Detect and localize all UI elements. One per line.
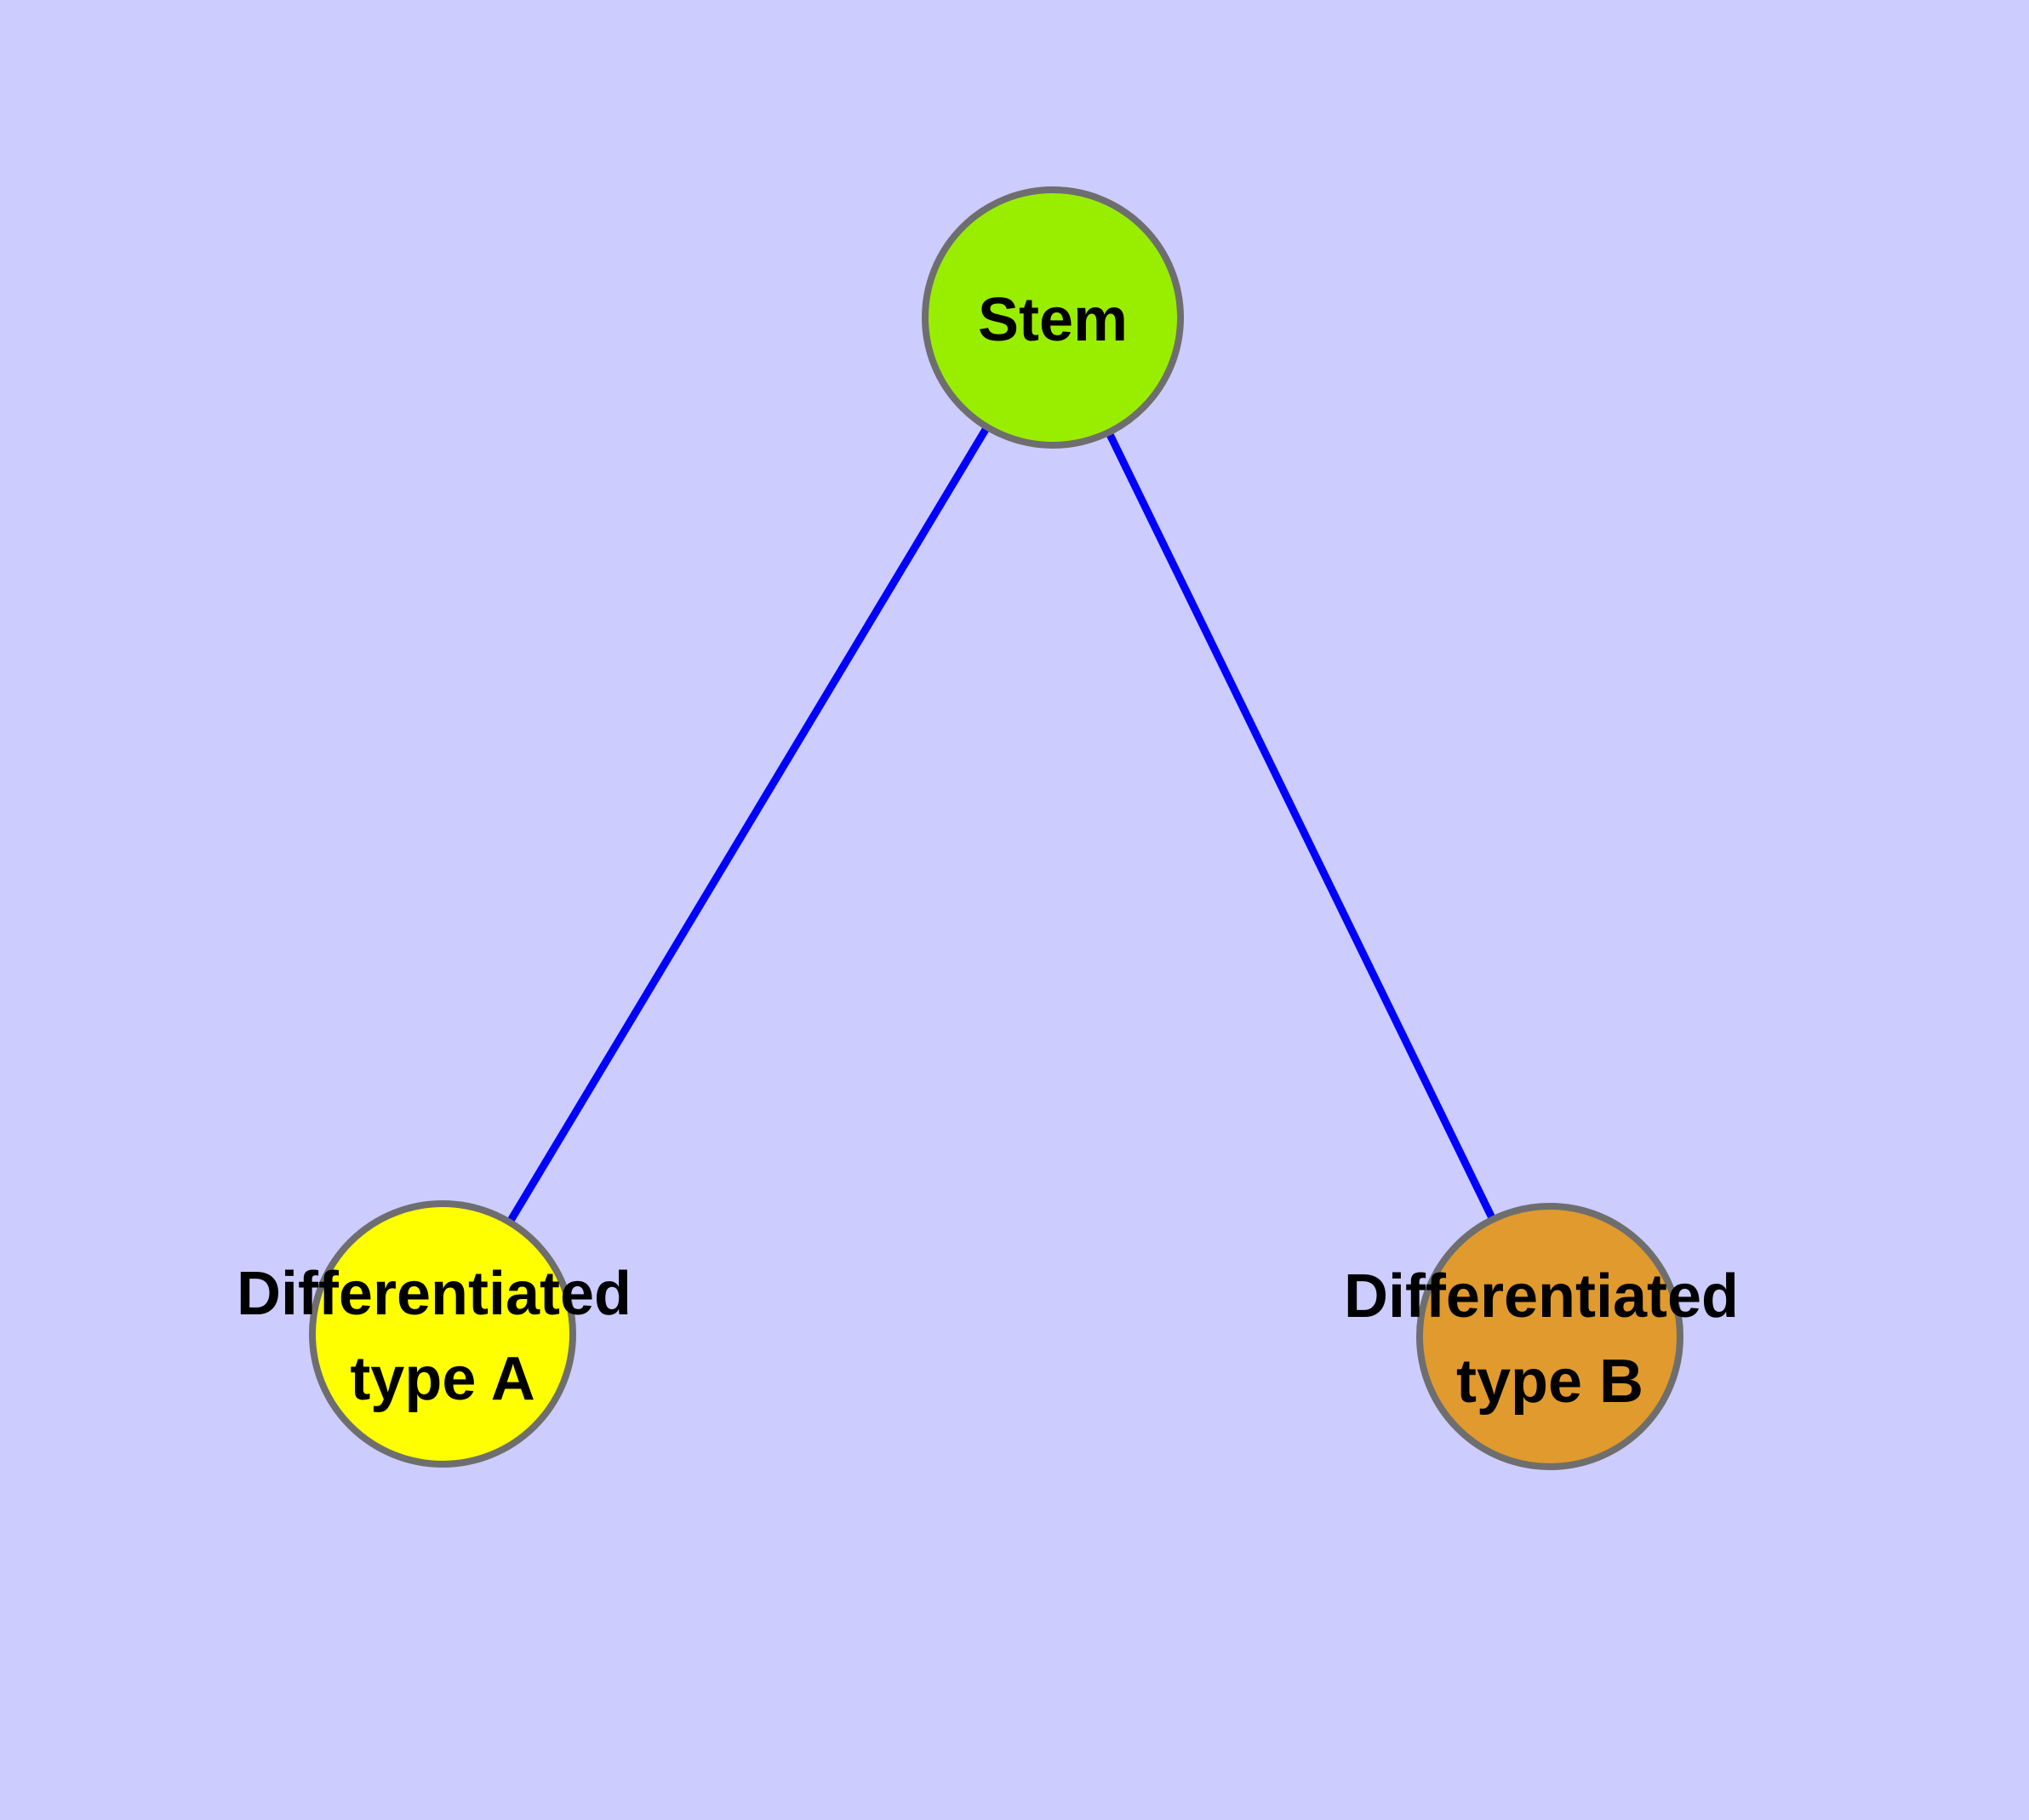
node-differentiated-type-a[interactable] bbox=[309, 1200, 576, 1468]
node-label-differentiated-type-b: Differentiated type B bbox=[1344, 1262, 1756, 1416]
node-circle-differentiated-type-a[interactable] bbox=[309, 1200, 576, 1468]
edge-stem-to-differentiated-type-b[interactable] bbox=[1103, 427, 1498, 1225]
node-label-stem: Stem bbox=[978, 286, 1128, 354]
node-circle-differentiated-type-b[interactable] bbox=[1416, 1203, 1683, 1470]
edge-layer bbox=[504, 421, 1498, 1228]
node-label-differentiated-type-a: Differentiated type A bbox=[237, 1260, 649, 1413]
node-label-differentiated-type-b-line-2: type B bbox=[1456, 1348, 1643, 1416]
node-circle-stem[interactable] bbox=[922, 186, 1184, 449]
node-stem[interactable] bbox=[922, 186, 1184, 449]
label-layer: Stem Differentiated type A Differentiate… bbox=[237, 286, 1756, 1416]
node-label-stem-line-1: Stem bbox=[978, 286, 1128, 354]
node-label-differentiated-type-a-line-1: Differentiated bbox=[237, 1260, 632, 1328]
node-differentiated-type-b[interactable] bbox=[1416, 1203, 1683, 1470]
edge-stem-to-differentiated-type-a[interactable] bbox=[504, 421, 992, 1228]
node-label-differentiated-type-a-line-2: type A bbox=[350, 1345, 534, 1413]
node-label-differentiated-type-b-line-1: Differentiated bbox=[1344, 1262, 1739, 1331]
